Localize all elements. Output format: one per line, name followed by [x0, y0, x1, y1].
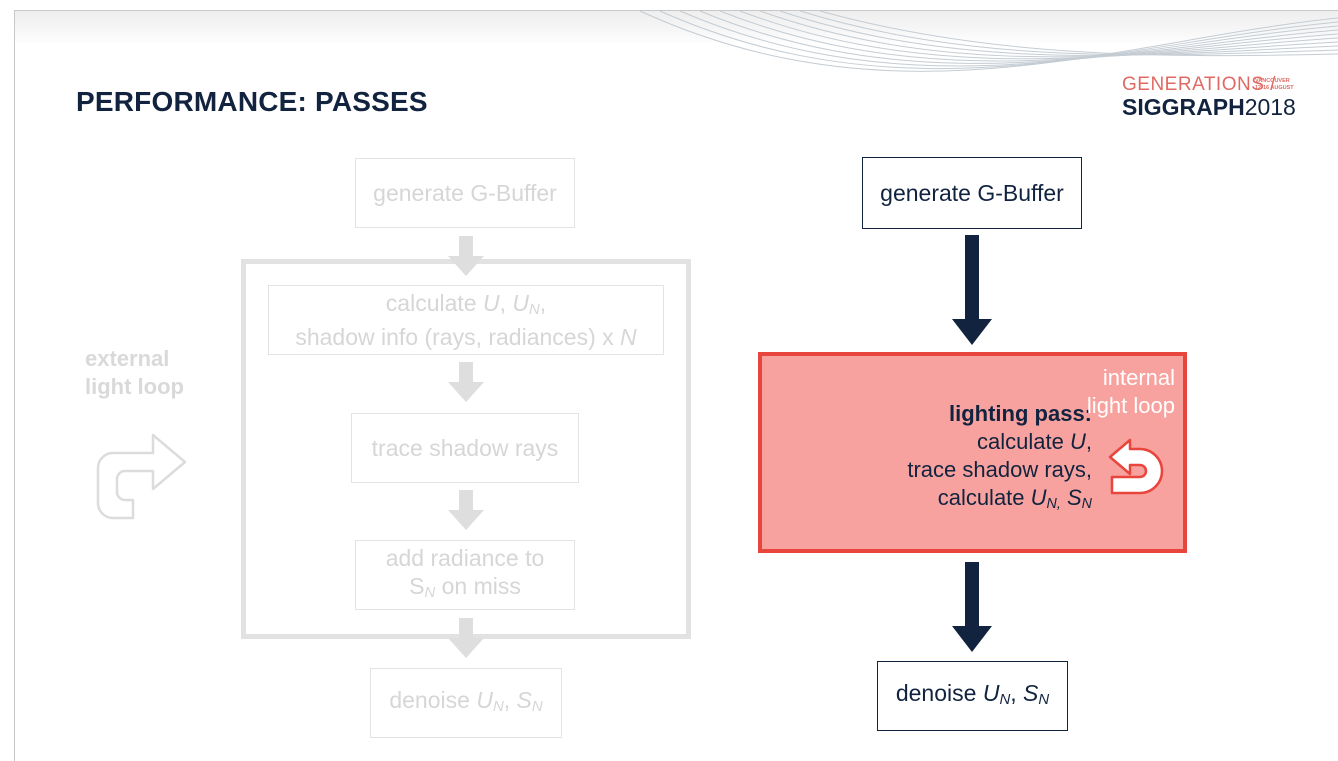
left-step-add-radiance: add radiance to SN on miss: [355, 540, 575, 610]
text-fragment: on miss: [435, 572, 521, 599]
subscript-n: N,: [1046, 495, 1061, 512]
down-arrow-icon: [448, 236, 484, 276]
text-fragment: internal: [1102, 365, 1175, 390]
left-step-denoise: denoise UN, SN: [370, 668, 562, 738]
down-arrow-icon: [448, 618, 484, 658]
frame-top-border: [14, 10, 1338, 11]
symbol-u: U: [512, 289, 529, 316]
siggraph-logo: GENERATIONS / VANCOUVER 12-16 AUGUST SIG…: [1122, 74, 1306, 120]
text-fragment: add radiance to: [385, 544, 545, 571]
left-step-generate-gbuffer: generate G-Buffer: [355, 158, 575, 228]
left-step-calculate-text: calculate U, UN, shadow info (rays, radi…: [295, 289, 636, 352]
logo-city: VANCOUVER: [1255, 78, 1290, 84]
header-band: [15, 11, 1338, 45]
text-fragment: ,: [499, 289, 513, 316]
internal-loop-label: internal light loop: [1087, 364, 1175, 420]
symbol-u: U: [482, 289, 500, 316]
text-fragment: ,: [539, 289, 547, 316]
right-step-generate-gbuffer-label: generate G-Buffer: [880, 180, 1064, 206]
subscript-n: N: [424, 583, 436, 601]
left-step-calculate: calculate U, UN, shadow info (rays, radi…: [268, 285, 664, 355]
text-fragment: light loop: [85, 374, 184, 399]
symbol-u: U: [1069, 429, 1086, 454]
u-turn-arrow-icon: [96, 433, 187, 520]
u-turn-arrow-icon: [1108, 438, 1164, 495]
symbol-s: S: [409, 572, 425, 599]
subscript-n: N: [531, 697, 543, 715]
text-fragment: calculate: [977, 429, 1070, 454]
lighting-pass-title: lighting pass:: [949, 401, 1092, 426]
logo-year: 2018: [1244, 94, 1296, 120]
down-arrow-icon: [952, 235, 992, 345]
decorative-waves: [639, 10, 1338, 72]
text-fragment: denoise: [389, 686, 477, 713]
text-fragment: trace shadow rays,: [907, 457, 1092, 482]
lighting-pass-text: lighting pass: calculate U, trace shadow…: [762, 400, 1092, 518]
logo-brand-name: SIGGRAPH: [1122, 94, 1245, 120]
frame-left-border: [14, 10, 15, 761]
logo-location-date: VANCOUVER 12-16 AUGUST: [1255, 78, 1294, 92]
symbol-u: U: [1030, 485, 1047, 510]
text-fragment: ,: [1085, 429, 1092, 454]
lighting-pass-box: lighting pass: calculate U, trace shadow…: [758, 352, 1187, 553]
down-arrow-icon: [952, 562, 992, 652]
left-step-add-radiance-text: add radiance to SN on miss: [386, 544, 545, 607]
text-fragment: denoise: [895, 679, 983, 706]
symbol-s: S: [1023, 679, 1039, 706]
text-fragment: calculate: [937, 485, 1031, 510]
page-title: PERFORMANCE: PASSES: [76, 86, 428, 117]
subscript-n: N: [529, 300, 540, 318]
down-arrow-icon: [448, 490, 484, 530]
text-fragment: ,: [503, 686, 517, 713]
text-fragment: shadow info (rays, radiances) x: [295, 324, 621, 351]
subscript-n: N: [492, 697, 504, 715]
text-fragment: external: [85, 346, 170, 371]
subscript-n: N: [1038, 690, 1050, 708]
external-loop-label: external light loop: [85, 345, 184, 401]
symbol-s: S: [516, 686, 532, 713]
symbol-u: U: [476, 686, 493, 713]
subscript-n: N: [1081, 495, 1092, 512]
symbol-u: U: [982, 679, 1000, 706]
symbol-n: N: [620, 324, 637, 351]
left-step-denoise-text: denoise UN, SN: [389, 686, 542, 721]
right-step-denoise-text: denoise UN, SN: [896, 679, 1049, 714]
logo-brand: SIGGRAPH2018: [1122, 94, 1296, 121]
left-step-generate-gbuffer-label: generate G-Buffer: [373, 180, 557, 206]
text-fragment: calculate: [385, 289, 483, 316]
right-step-generate-gbuffer: generate G-Buffer: [862, 157, 1082, 229]
subscript-n: N: [999, 690, 1011, 708]
down-arrow-icon: [448, 362, 484, 402]
left-step-trace-shadow-rays: trace shadow rays: [351, 413, 579, 483]
left-step-trace-label: trace shadow rays: [371, 435, 559, 461]
text-fragment: ,: [1010, 679, 1024, 706]
right-step-denoise: denoise UN, SN: [877, 661, 1068, 731]
symbol-s: S: [1066, 485, 1082, 510]
logo-dates: 12-16 AUGUST: [1255, 85, 1294, 91]
text-fragment: light loop: [1086, 393, 1175, 418]
logo-generations: GENERATIONS /: [1122, 74, 1276, 95]
